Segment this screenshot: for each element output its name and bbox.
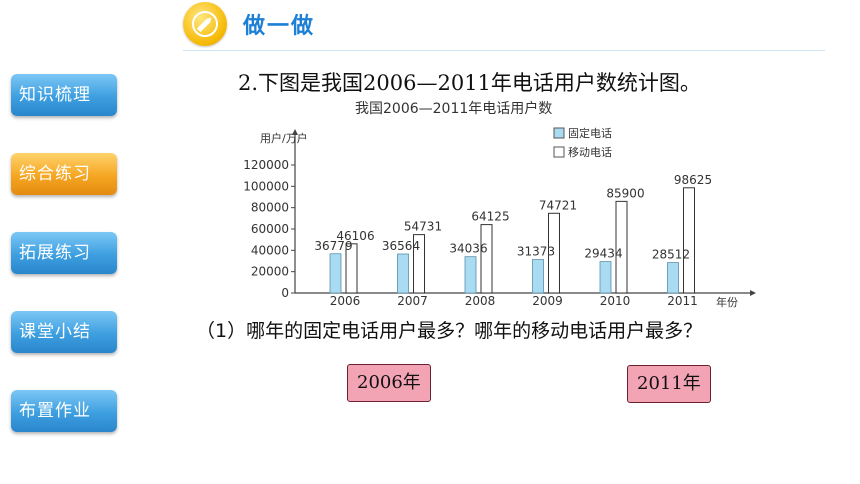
x-axis-arrow <box>750 290 756 296</box>
y-axis-arrow <box>292 129 298 135</box>
x-tick-label-2011: 2011 <box>667 294 698 308</box>
y-tick-label: 120000 <box>243 158 289 172</box>
bar-fixed-2006 <box>329 253 342 294</box>
legend-mobile-swatch <box>553 146 565 158</box>
data-label-mobile-2008: 64125 <box>471 210 509 224</box>
y-axis-label: 用户/万户 <box>260 131 308 145</box>
data-label-fixed-2010: 29434 <box>584 247 622 261</box>
y-tick-label: 60000 <box>251 222 289 236</box>
data-label-fixed-2009: 31373 <box>517 245 555 259</box>
data-label-mobile-2009: 74721 <box>539 198 577 212</box>
data-label-mobile-2011: 98625 <box>674 173 712 187</box>
header-divider <box>183 50 825 51</box>
y-tick-label: 40000 <box>251 243 289 257</box>
nav-extended-practice[interactable]: 拓展练习 <box>11 232 117 274</box>
x-tick-label-2008: 2008 <box>465 294 496 308</box>
pencil-icon <box>192 11 218 37</box>
answer-fixed-year[interactable]: 2006年 <box>347 364 431 402</box>
data-label-mobile-2010: 85900 <box>606 186 644 200</box>
data-label-mobile-2006: 46106 <box>336 229 374 243</box>
sub-question-text: （1）哪年的固定电话用户最多？哪年的移动电话用户最多？ <box>196 320 703 342</box>
phone-users-chart: 我国2006—2011年电话用户数 用户/万户 年份 固定电话 移动电话 0 20… <box>243 100 756 309</box>
bar-mobile-2006 <box>345 243 358 294</box>
data-label-fixed-2011: 28512 <box>652 248 690 262</box>
nav-homework[interactable]: 布置作业 <box>11 390 117 432</box>
bar-fixed-2007 <box>397 253 409 294</box>
y-tick-label: 20000 <box>251 265 289 279</box>
y-tick-label: 80000 <box>251 201 289 215</box>
bar-mobile-2008 <box>480 224 493 294</box>
bar-fixed-2010 <box>599 261 612 294</box>
chart-title: 我国2006—2011年电话用户数 <box>355 100 552 117</box>
x-tick-label-2007: 2007 <box>397 294 428 308</box>
nav-knowledge-review[interactable]: 知识梳理 <box>11 74 117 116</box>
bar-mobile-2010 <box>615 200 628 294</box>
data-label-fixed-2007: 36564 <box>382 239 420 253</box>
section-title: 做一做 <box>243 14 316 39</box>
bar-fixed-2011 <box>667 262 679 294</box>
x-tick-label-2009: 2009 <box>532 294 563 308</box>
y-tick-label: 0 <box>281 286 289 300</box>
pencil-badge <box>183 2 227 46</box>
x-tick-label-2010: 2010 <box>600 294 631 308</box>
data-label-mobile-2007: 54731 <box>404 220 442 234</box>
bar-fixed-2008 <box>464 256 477 294</box>
legend-fixed-swatch <box>553 127 565 139</box>
x-tick-label-2006: 2006 <box>330 294 361 308</box>
bar-mobile-2009 <box>548 212 560 294</box>
nav-comprehensive-practice[interactable]: 综合练习 <box>11 153 117 195</box>
data-label-fixed-2006: 36779 <box>314 239 352 253</box>
bar-mobile-2007 <box>413 234 425 294</box>
nav-lesson-summary[interactable]: 课堂小结 <box>11 311 117 353</box>
answer-mobile-year[interactable]: 2011年 <box>627 365 711 403</box>
legend-fixed-label: 固定电话 <box>568 126 612 140</box>
bar-fixed-2009 <box>532 259 544 294</box>
bar-mobile-2011 <box>683 187 695 294</box>
legend-mobile-label: 移动电话 <box>568 146 612 159</box>
question-text: 2.下图是我国2006—2011年电话用户数统计图。 <box>238 71 701 95</box>
y-tick-label: 100000 <box>243 179 289 193</box>
x-axis-label: 年份 <box>716 295 738 309</box>
data-label-fixed-2008: 34036 <box>449 242 487 256</box>
